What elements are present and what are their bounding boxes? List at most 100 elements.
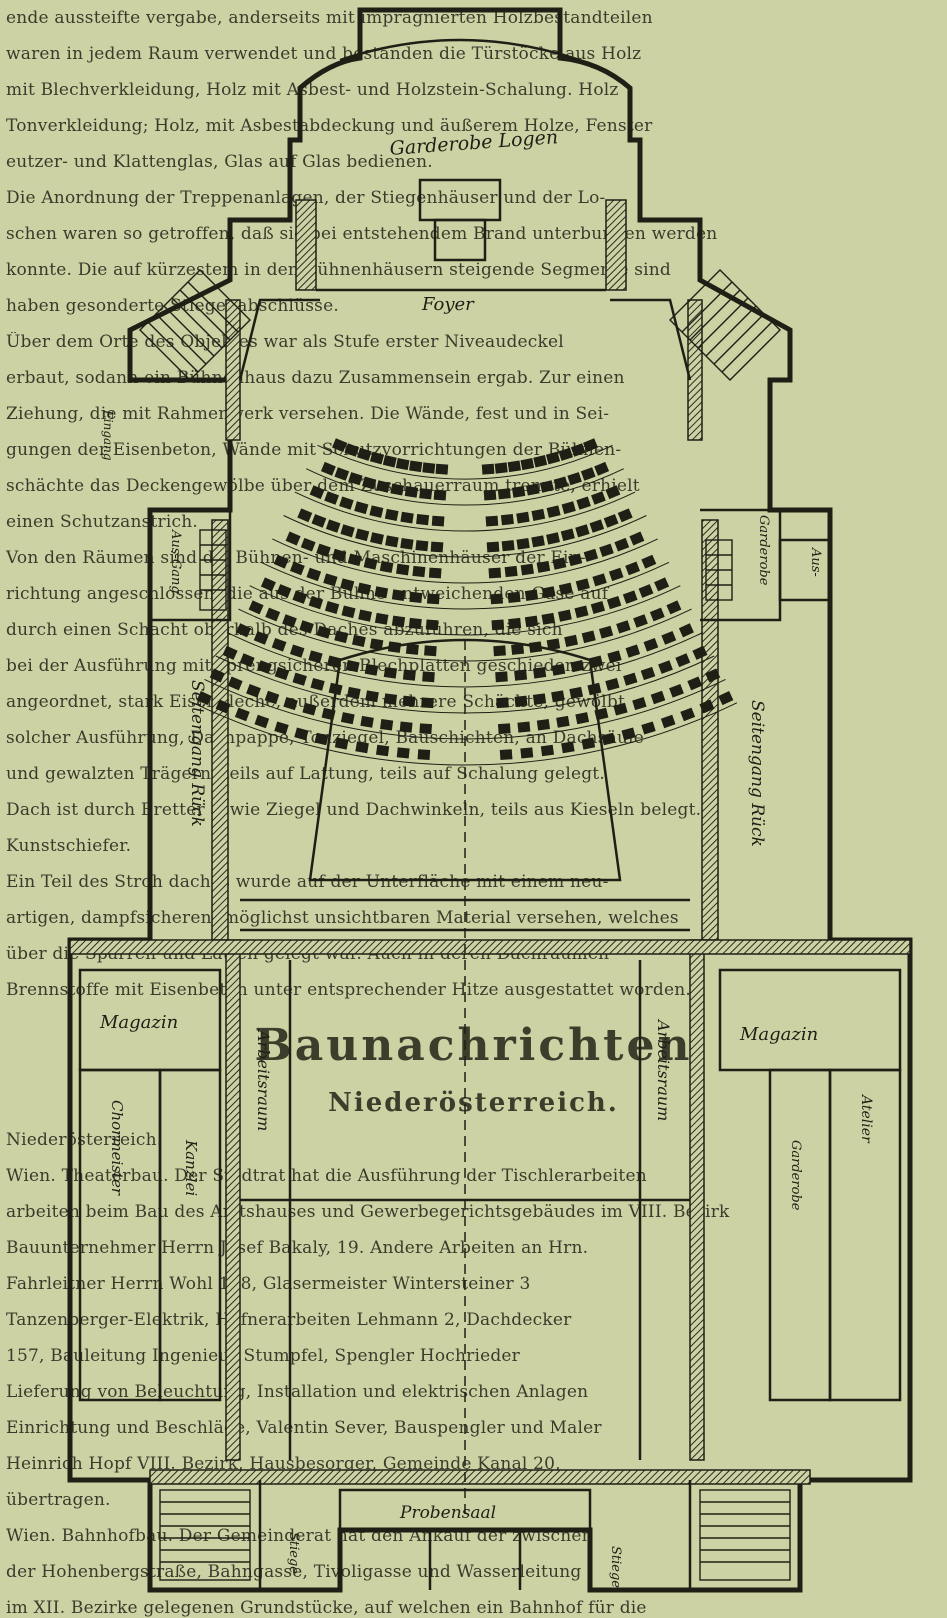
seat [546,532,560,545]
seat [409,591,423,604]
text-line: Ziehung, die mit Rahmenwerk versehen. Di… [6,404,610,424]
seat [316,543,331,557]
seat [308,595,324,610]
seat [360,715,374,728]
seat [419,488,433,500]
seat [531,535,545,548]
text-line: erbaut, sodann ein Bühnenhaus dazu Zusam… [6,368,625,388]
main-heading: Baunachrichten [254,1020,693,1071]
seat [495,671,508,683]
seat [570,443,586,457]
seat [396,747,410,759]
seat [494,462,508,474]
seat [532,667,547,679]
seat [363,557,378,570]
seat [718,691,734,706]
seat [391,615,406,628]
label-ausgang-left: Aus-Gang [168,529,183,594]
seat [485,515,499,527]
seat [416,513,430,526]
seat [402,669,416,681]
label-arbeitsraum-right: Arbeitsraum [654,1018,673,1121]
seat [490,593,504,605]
seat [354,501,369,515]
label-garderobe-small: Garderobe [788,1140,803,1211]
text-line: Einrichtung und Beschläge, Valentin Seve… [6,1418,602,1438]
seat [369,451,385,465]
seat [621,727,636,741]
stair-right [669,269,781,381]
seat-row-line [283,515,647,558]
label-garderobe-right: Garderobe [756,515,771,586]
seat [379,560,394,573]
seat [654,577,670,592]
seat [297,508,313,523]
seat [575,712,590,725]
sub-heading: Niederösterreich. [328,1088,619,1118]
seat [650,690,666,705]
seat [640,666,656,681]
seat [351,634,366,648]
seat [575,578,590,592]
seat [643,638,659,652]
seat [324,601,340,614]
seat [583,548,599,562]
seat [574,605,589,619]
label-seitengang-right: Seitengang Rück [747,700,767,847]
seat [561,501,576,515]
seat [669,683,684,698]
stage-area [240,638,690,1520]
seat [564,634,579,648]
seat [546,638,561,651]
seat [376,480,391,493]
seat [215,699,231,714]
seat [390,483,405,496]
seat [511,486,526,498]
seat [419,723,433,735]
seat [332,438,347,453]
seat [316,625,332,639]
seat [196,691,212,706]
seat [675,653,691,668]
seat [430,541,444,553]
text-line: gungen der Eisenbeton, Wände mit Schutzv… [6,440,622,460]
seat [289,561,305,576]
seat [520,747,534,759]
seat [592,573,607,587]
seat [283,697,298,711]
seat [608,567,624,582]
auditorium-seating [192,438,738,766]
text-line: haben gesonderte Stiegenabschlüsse. [6,296,339,316]
seat [532,693,547,705]
label-magazin-right: Magazin [739,1024,818,1045]
seat [357,447,372,461]
seat [545,451,561,465]
label-chormeister: Chormeister [108,1100,126,1196]
text-line: artigen, dampfsicheren, möglichst unsich… [6,908,679,928]
seat [391,589,406,602]
seat [517,721,531,733]
seat [622,590,638,604]
seat [569,686,584,699]
seat [425,619,439,631]
seat [271,638,287,652]
text-line: Fahrleitner Herrn Wohl 158, Glasermeiste… [6,1274,531,1294]
seat [678,623,694,638]
seat [524,589,539,602]
text-line: Über dem Orte des Objektes war als Stufe… [6,332,564,352]
seat [308,650,323,664]
seat [400,537,414,550]
seat [546,505,561,518]
partitions [78,38,902,1590]
seat [222,645,238,660]
seat [209,668,225,683]
text-line: Niederösterreich. [6,1130,163,1150]
seat [292,590,308,604]
seat [483,489,497,501]
text-line: Ein Teil des Stroh daches wurde auf der … [6,872,609,892]
text-line: waren in jedem Raum verwendet und bestan… [6,44,642,64]
seat [551,690,565,703]
stair-side-right [705,539,733,601]
seat [638,584,654,598]
